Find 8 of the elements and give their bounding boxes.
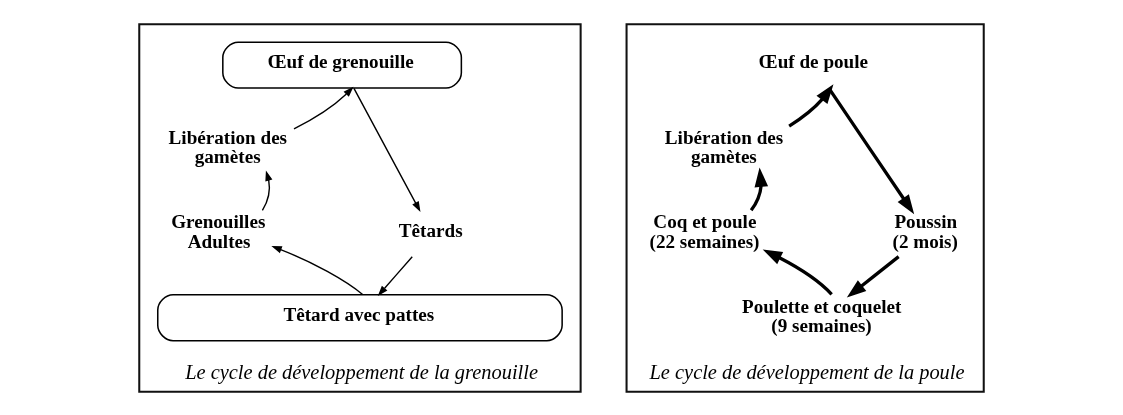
node-text: Œuf de poule (758, 50, 869, 72)
node-text: Libération des gamètes (168, 126, 288, 167)
node-text: Têtards (398, 219, 463, 241)
node-text: Coq et poule (22 semaines) (649, 210, 760, 252)
node-text: Poulette et coquelet (9 semaines) (742, 295, 902, 336)
node-text: Libération des gamètes (664, 126, 784, 167)
node-text: Poussin (2 mois) (892, 210, 958, 252)
node-text: Grenouilles Adultes (171, 210, 266, 252)
